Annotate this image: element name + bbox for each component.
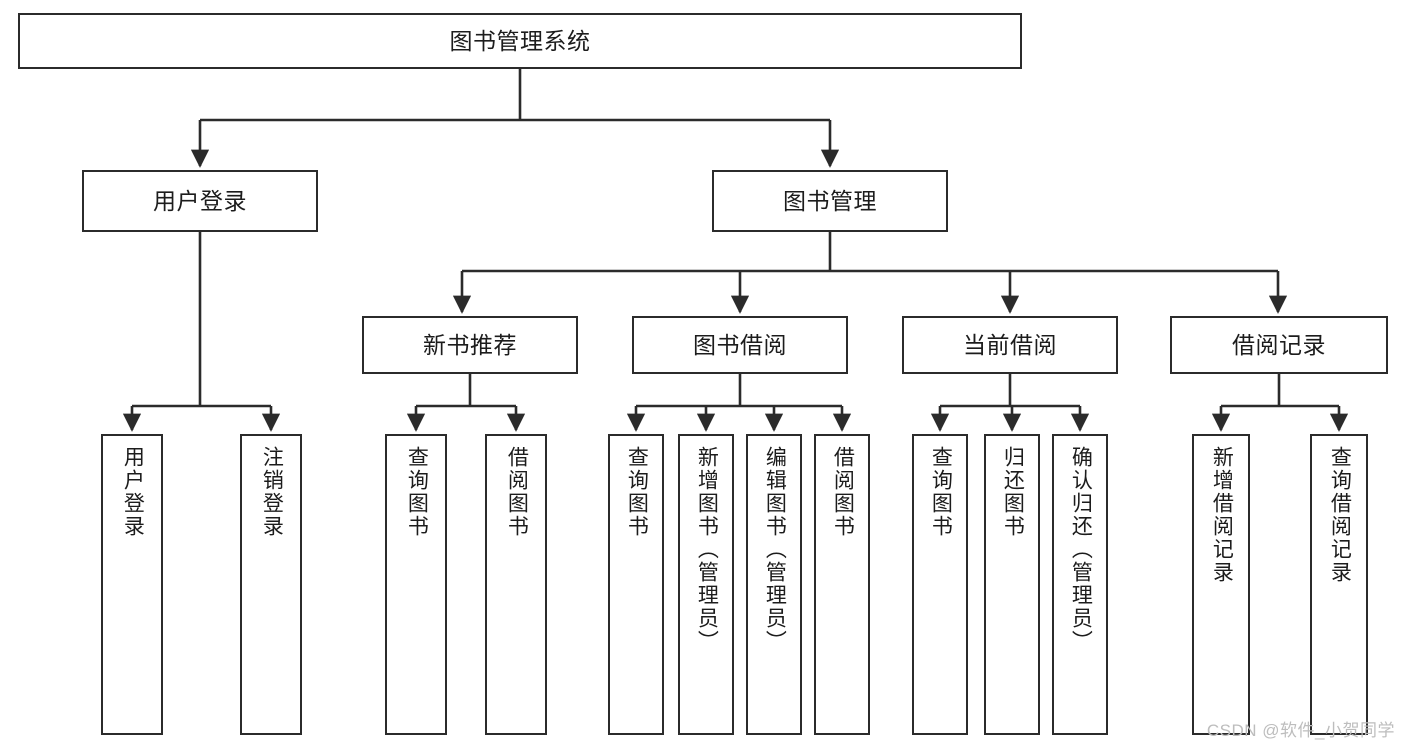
node-leaf-query-borrow-record[interactable]: 查询借阅记录 xyxy=(1310,434,1368,735)
csdn-watermark: CSDN @软件_小贺同学 xyxy=(1206,721,1395,740)
node-book-manage-label: 图书管理 xyxy=(783,187,877,214)
node-leaf-confirm-return-admin[interactable]: 确认归还（管理员） xyxy=(1052,434,1108,735)
node-new-book-recommend[interactable]: 新书推荐 xyxy=(362,316,578,374)
node-user-login[interactable]: 用户登录 xyxy=(82,170,318,232)
node-leaf-query-book-borrow[interactable]: 查询图书 xyxy=(608,434,664,735)
node-leaf-edit-book-admin[interactable]: 编辑图书（管理员） xyxy=(746,434,802,735)
node-leaf-query-book-rec[interactable]: 查询图书 xyxy=(385,434,447,735)
node-borrow-record[interactable]: 借阅记录 xyxy=(1170,316,1388,374)
node-leaf-query-book-borrow-label: 查询图书 xyxy=(625,446,649,538)
node-book-borrow-label: 图书借阅 xyxy=(693,331,787,358)
node-borrow-record-label: 借阅记录 xyxy=(1232,331,1326,358)
node-leaf-add-borrow-record[interactable]: 新增借阅记录 xyxy=(1192,434,1250,735)
node-leaf-return-book[interactable]: 归还图书 xyxy=(984,434,1040,735)
node-leaf-borrow-book-rec[interactable]: 借阅图书 xyxy=(485,434,547,735)
node-book-borrow[interactable]: 图书借阅 xyxy=(632,316,848,374)
node-new-book-recommend-label: 新书推荐 xyxy=(423,331,517,358)
node-leaf-edit-book-admin-label: 编辑图书（管理员） xyxy=(763,446,787,653)
node-leaf-user-login-label: 用户登录 xyxy=(121,446,145,538)
node-current-borrow-label: 当前借阅 xyxy=(963,331,1057,358)
node-leaf-user-login[interactable]: 用户登录 xyxy=(101,434,163,735)
node-current-borrow[interactable]: 当前借阅 xyxy=(902,316,1118,374)
node-leaf-query-book-current[interactable]: 查询图书 xyxy=(912,434,968,735)
node-leaf-add-borrow-record-label: 新增借阅记录 xyxy=(1210,446,1234,584)
node-leaf-borrow-book-rec-label: 借阅图书 xyxy=(505,446,529,538)
node-leaf-query-borrow-record-label: 查询借阅记录 xyxy=(1328,446,1352,584)
node-root-label: 图书管理系统 xyxy=(449,27,591,54)
node-leaf-logout-label: 注销登录 xyxy=(260,446,284,538)
node-leaf-borrow-book-label: 借阅图书 xyxy=(831,446,855,538)
node-leaf-add-book-admin-label: 新增图书（管理员） xyxy=(695,446,719,653)
node-user-login-label: 用户登录 xyxy=(153,187,247,214)
node-root[interactable]: 图书管理系统 xyxy=(18,13,1022,69)
node-leaf-borrow-book[interactable]: 借阅图书 xyxy=(814,434,870,735)
node-leaf-query-book-current-label: 查询图书 xyxy=(929,446,953,538)
node-leaf-query-book-rec-label: 查询图书 xyxy=(405,446,429,538)
node-leaf-confirm-return-admin-label: 确认归还（管理员） xyxy=(1069,446,1093,653)
node-leaf-logout[interactable]: 注销登录 xyxy=(240,434,302,735)
node-leaf-return-book-label: 归还图书 xyxy=(1001,446,1025,538)
node-leaf-add-book-admin[interactable]: 新增图书（管理员） xyxy=(678,434,734,735)
node-book-manage[interactable]: 图书管理 xyxy=(712,170,948,232)
